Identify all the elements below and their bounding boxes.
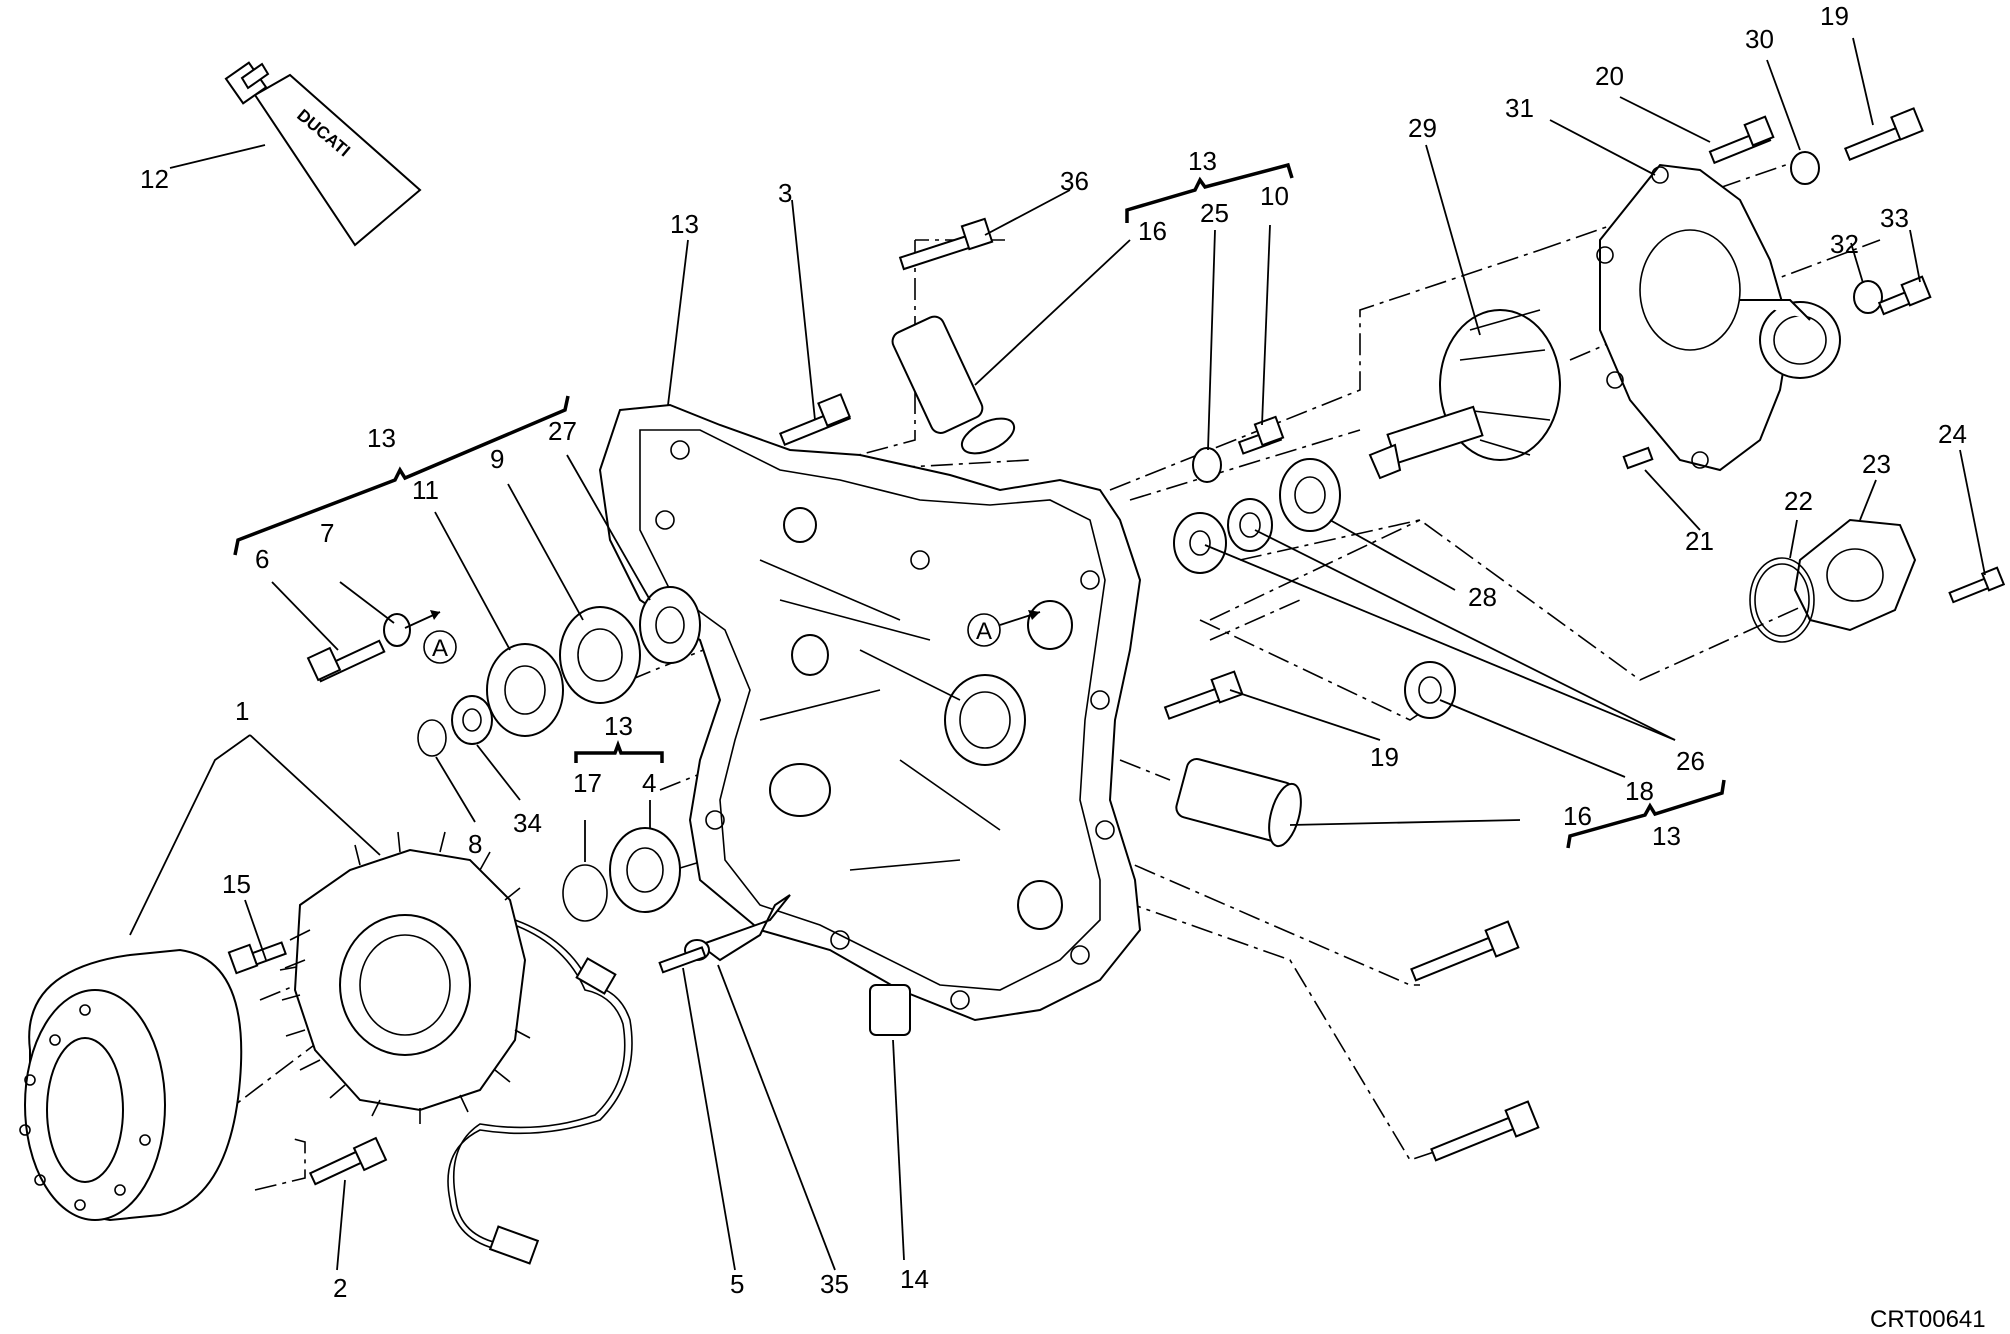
washer-part-30 xyxy=(1790,151,1820,185)
water-pump-cover-part-31 xyxy=(1596,163,1841,472)
callout-10: 10 xyxy=(1260,181,1289,211)
callout-22: 22 xyxy=(1784,486,1813,516)
callout-labels: 12 13 6 7 11 9 27 8 34 13 17 4 1 15 2 5 … xyxy=(140,1,1967,1303)
dowel-part-21 xyxy=(1622,446,1654,470)
callout-1: 1 xyxy=(235,696,249,726)
callout-7: 7 xyxy=(320,518,334,548)
bearing-part-11 xyxy=(486,643,564,737)
callout-6: 6 xyxy=(255,544,269,574)
dowel-part-14 xyxy=(869,984,911,1036)
callout-13: 13 xyxy=(1652,821,1681,851)
union-fitting-part-16a xyxy=(891,315,1016,455)
circlip-part-17 xyxy=(562,864,608,922)
callout-18: 18 xyxy=(1625,776,1654,806)
callout-14: 14 xyxy=(900,1264,929,1294)
callout-27: 27 xyxy=(548,416,577,446)
callout-13: 13 xyxy=(367,423,396,453)
screws xyxy=(227,107,2006,1186)
callout-19: 19 xyxy=(1820,1,1849,31)
washer-part-25 xyxy=(1192,447,1222,483)
screw-part-5 xyxy=(658,946,707,974)
callout-13: 13 xyxy=(1188,146,1217,176)
washer-part-32 xyxy=(1853,280,1883,314)
callout-34: 34 xyxy=(513,808,542,838)
callout-4: 4 xyxy=(642,768,656,798)
stator-cable xyxy=(447,919,633,1265)
callout-35: 35 xyxy=(820,1269,849,1299)
screw-part-24 xyxy=(1948,566,2006,604)
callout-23: 23 xyxy=(1862,449,1891,479)
screw-part-6 xyxy=(306,639,386,683)
callout-3: 3 xyxy=(778,178,792,208)
seal-part-26-a xyxy=(1173,512,1227,574)
callout-12: 12 xyxy=(140,164,169,194)
screw-part-36 xyxy=(898,217,994,271)
callout-16: 16 xyxy=(1138,216,1167,246)
callout-31: 31 xyxy=(1505,93,1534,123)
screw-part-2 xyxy=(308,1136,388,1186)
screw-part-33 xyxy=(1877,275,1932,316)
callout-11: 11 xyxy=(412,475,439,505)
svg-text:A: A xyxy=(976,618,992,645)
seal-part-27 xyxy=(639,586,701,664)
callout-15: 15 xyxy=(222,869,251,899)
union-fitting-part-16b xyxy=(1175,758,1302,848)
seal-part-28 xyxy=(1279,458,1341,532)
callout-30: 30 xyxy=(1745,24,1774,54)
screw-part-10 xyxy=(1237,415,1285,455)
seal-part-26-b xyxy=(1227,498,1273,552)
screw-part-19-lower xyxy=(1163,670,1244,720)
callout-36: 36 xyxy=(1060,166,1089,196)
callout-20: 20 xyxy=(1595,61,1624,91)
washer-part-34 xyxy=(451,695,493,745)
screw-long-2 xyxy=(1430,1100,1540,1162)
callout-5: 5 xyxy=(730,1269,744,1299)
circlip-part-8 xyxy=(417,719,447,757)
callout-9: 9 xyxy=(490,444,504,474)
flange-part-23 xyxy=(1793,518,1917,632)
rotor-part-1 xyxy=(19,948,243,1222)
callout-19: 19 xyxy=(1370,742,1399,772)
callout-13: 13 xyxy=(670,209,699,239)
callout-2: 2 xyxy=(333,1273,347,1303)
callout-25: 25 xyxy=(1200,198,1229,228)
o-ring-part-22 xyxy=(1749,557,1815,643)
callout-26: 26 xyxy=(1676,746,1705,776)
bush-part-18 xyxy=(1404,661,1456,719)
callout-16: 16 xyxy=(1563,801,1592,831)
drawing-code: CRT00641 xyxy=(1870,1306,1986,1333)
callout-33: 33 xyxy=(1880,203,1909,233)
callout-32: 32 xyxy=(1830,229,1859,259)
grease-tube-part-12: DUCATI xyxy=(224,61,422,247)
callout-29: 29 xyxy=(1408,113,1437,143)
stator-part-1 xyxy=(281,831,531,1124)
group-braces xyxy=(233,162,1726,849)
bearing-part-4 xyxy=(609,827,681,913)
callout-17: 17 xyxy=(573,768,602,798)
screw-part-15 xyxy=(227,941,287,975)
screw-long-1 xyxy=(1410,920,1520,982)
svg-text:A: A xyxy=(432,635,448,662)
washer-part-7 xyxy=(383,613,411,647)
callout-8: 8 xyxy=(468,829,482,859)
callout-13: 13 xyxy=(604,711,633,741)
impeller-part-29 xyxy=(1368,309,1561,480)
leader-lines xyxy=(129,37,1986,1271)
callout-28: 28 xyxy=(1468,582,1497,612)
marker-a-right: A xyxy=(967,610,1041,647)
callout-24: 24 xyxy=(1938,419,1967,449)
generator-cover xyxy=(598,403,1142,1022)
bearing-part-9 xyxy=(559,606,641,704)
screw-part-19-upper xyxy=(1843,107,1924,161)
marker-a-left: A xyxy=(404,610,457,664)
screw-part-3 xyxy=(778,393,852,446)
screw-part-20 xyxy=(1708,115,1775,165)
callout-21: 21 xyxy=(1685,526,1714,556)
